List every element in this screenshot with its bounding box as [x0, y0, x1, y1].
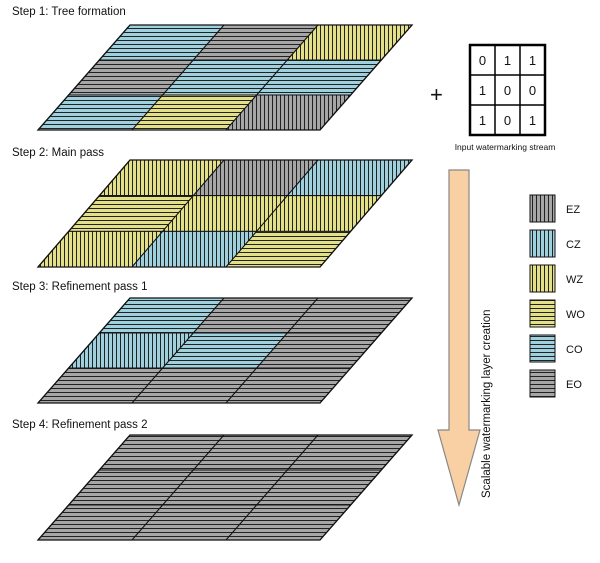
- legend-label-ez: EZ: [566, 204, 580, 216]
- matrix-cell: 0: [504, 83, 511, 98]
- legend-swatch-eo: [529, 369, 556, 398]
- step-3-label: Step 3: Refinement pass 1: [12, 281, 148, 293]
- legend-label-co: CO: [566, 344, 583, 356]
- matrix-cell: 0: [504, 113, 511, 128]
- layer-outline: [36, 434, 414, 541]
- legend-label-wo: WO: [566, 309, 585, 321]
- layer-outline: [36, 24, 414, 131]
- layer-step-1: [36, 24, 414, 131]
- legend-swatch-ez: [529, 194, 556, 223]
- legend-swatch-co: [529, 334, 556, 363]
- layer-outline: [36, 159, 414, 268]
- matrix-cell: 1: [479, 113, 486, 128]
- legend: EZ CZ WZ WO CO EO: [529, 194, 585, 398]
- legend-swatch-wz: [529, 264, 556, 293]
- layer-step-4: [36, 434, 414, 541]
- layer-outline: [36, 297, 414, 404]
- legend-swatch-cz: [529, 229, 556, 258]
- matrix-cell: 1: [479, 83, 486, 98]
- input-stream-caption: Input watermarking stream: [455, 142, 556, 152]
- plus-sign: +: [430, 82, 443, 107]
- legend-label-cz: CZ: [566, 239, 581, 251]
- legend-swatch-wo: [529, 299, 556, 328]
- legend-label-wz: WZ: [566, 274, 583, 286]
- matrix-cell: 0: [479, 53, 486, 68]
- arrow-label: Scalable watermarking layer creation: [481, 309, 493, 498]
- down-arrow-icon: [437, 169, 481, 508]
- matrix-cell: 1: [504, 53, 511, 68]
- legend-label-eo: EO: [566, 379, 582, 391]
- matrix-cell: 1: [529, 113, 536, 128]
- layer-step-2: [36, 159, 414, 268]
- input-matrix: 0 1 1 1 0 0 1 0 1: [468, 43, 547, 137]
- matrix-cell: 1: [529, 53, 536, 68]
- step-1-label: Step 1: Tree formation: [12, 6, 126, 18]
- matrix-cell: 0: [529, 83, 536, 98]
- matrix-border: [468, 43, 547, 137]
- step-2-label: Step 2: Main pass: [12, 147, 104, 159]
- layer-step-3: [36, 297, 414, 404]
- step-4-label: Step 4: Refinement pass 2: [12, 419, 148, 431]
